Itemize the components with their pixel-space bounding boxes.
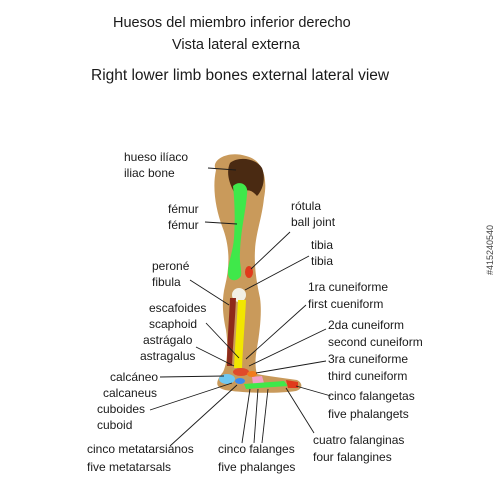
label-iliac-es: hueso ilíaco [124,150,189,164]
label-perone-es: peroné [152,259,190,273]
title-es-line2: Vista lateral externa [172,37,300,53]
leader-lines [149,167,332,447]
leader-falangetas [295,385,332,397]
leader-falanges-3 [261,388,269,444]
label-escafoides-en: scaphoid [149,317,198,331]
label-rotula-en: ball joint [291,215,336,229]
label-cuneiform3-en: third cuneiform [328,369,408,383]
label-cuboides-es: cuboides [97,402,146,416]
cuboid-bone [235,378,245,384]
label-metatarsianos-en: five metatarsals [87,460,172,474]
label-escafoides-es: escafoides [149,301,207,315]
label-astragalo-en: astragalus [140,349,196,363]
label-cuneiform2-es: 2da cuneiform [328,318,405,332]
leader-perone [189,279,230,306]
leader-iliac [207,167,237,171]
tibia-bone [234,300,246,368]
leader-metatarsianos [169,384,238,447]
label-rotula-es: rótula [291,199,322,213]
label-iliac-en: iliac bone [124,166,175,180]
leader-falanges-2 [253,388,259,444]
side-id-text: #415240540 [483,0,497,500]
side-id-label: #415240540 [485,224,495,276]
leader-tibia [244,255,310,291]
title-en: Right lower limb bones external lateral … [91,67,390,84]
leader-femur [204,221,238,225]
title-es-line1: Huesos del miembro inferior derecho [113,15,351,31]
label-falangetas-es: cinco falangetas [328,389,415,403]
label-falanginas-es: cuatro falanginas [313,433,405,447]
calcaneus-bone [219,374,235,384]
label-metatarsianos-es: cinco metatarsianos [87,442,194,456]
label-cuneiform1-en: first cueniform [308,297,384,311]
leader-cuboides [149,382,233,411]
label-falanginas-en: four falangines [313,450,392,464]
leader-falanginas [285,387,315,434]
label-cuneiform3-es: 3ra cuneiforme [328,352,409,366]
label-tibia-en: tibia [311,254,334,268]
label-cuneiform2-en: second cuneiform [328,335,423,349]
leader-cuneiform2 [248,328,327,367]
metatarsal-bones [244,381,288,389]
phalanges-bones [286,380,298,388]
label-femur-en: fémur [168,218,199,232]
femur-bone [228,183,248,281]
label-astragalo-es: astrágalo [143,333,193,347]
leader-escafoides [205,322,240,359]
leader-falanges [241,388,251,444]
leader-cuneiform3 [255,360,327,374]
label-falangetas-en: five phalangets [328,407,409,421]
leader-astragalo [195,346,235,367]
fibula-bone [227,298,236,366]
astragalus-bone [233,368,249,376]
label-cuboides-en: cuboid [97,418,133,432]
label-falanges-es: cinco falanges [218,442,295,456]
leader-cuneiform1 [245,304,307,360]
scaphoid-bone [247,371,257,377]
label-tibia-es: tibia [311,238,334,252]
leader-rotula [250,231,291,270]
label-cuneiform1-es: 1ra cuneiforme [308,280,389,294]
label-femur-es: fémur [168,202,199,216]
label-calcaneo-es: calcáneo [110,370,159,384]
label-perone-en: fibula [152,275,181,289]
cuneiform-bones [252,376,264,384]
label-falanges-en: five phalanges [218,460,296,474]
label-calcaneo-en: calcaneus [103,386,158,400]
leader-calcaneo [159,375,225,378]
